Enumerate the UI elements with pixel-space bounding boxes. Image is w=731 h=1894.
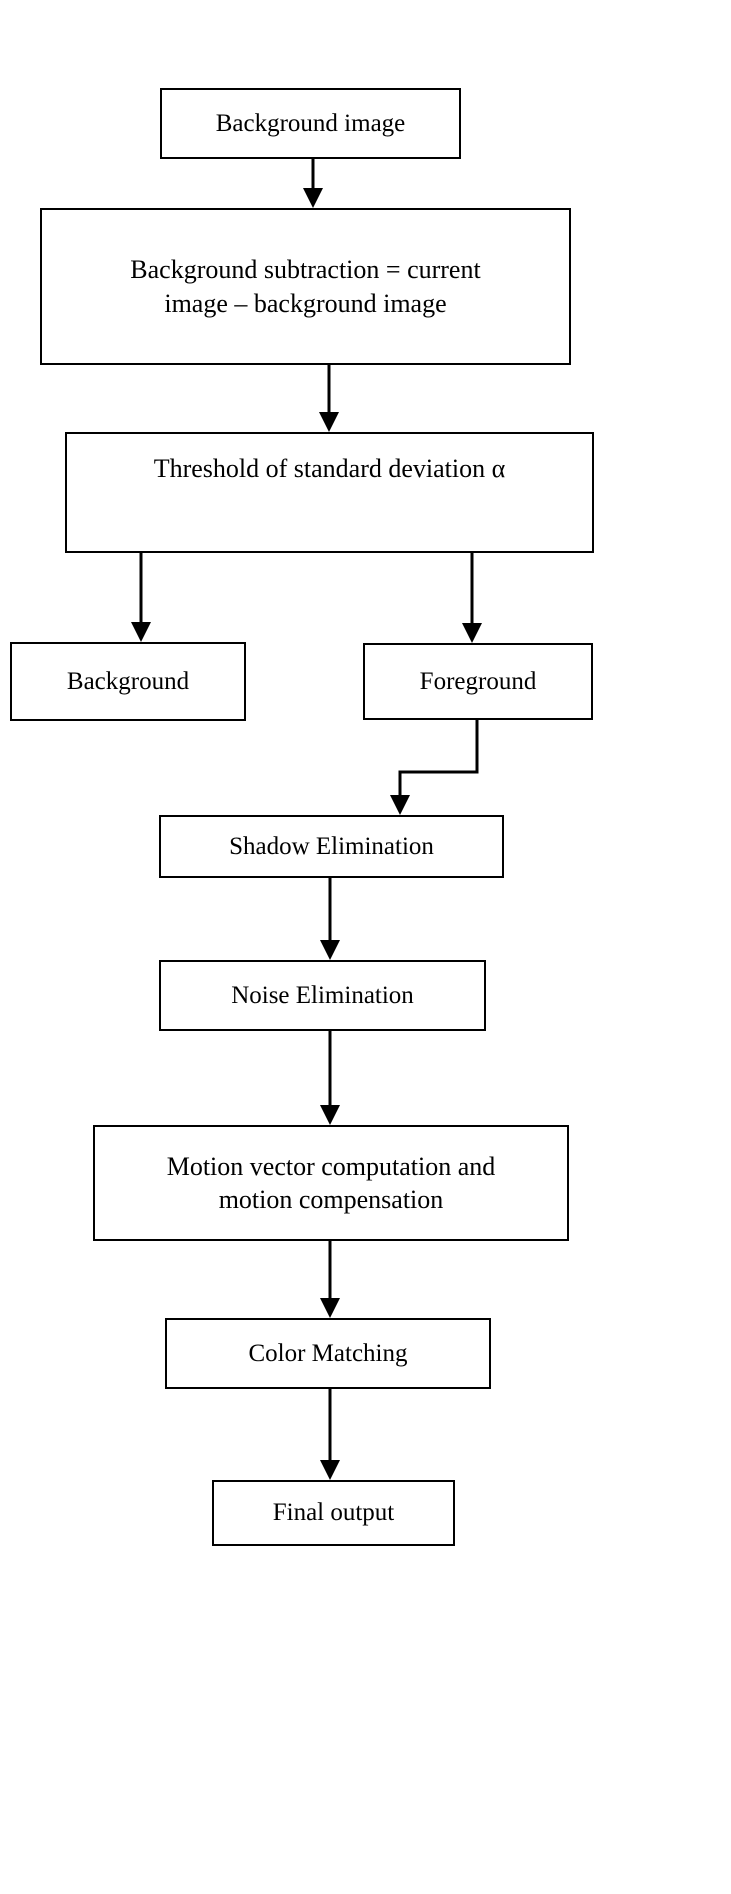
node-threshold[interactable]: Threshold of standard deviation α [65, 432, 594, 553]
node-background-image[interactable]: Background image [160, 88, 461, 159]
node-color-matching[interactable]: Color Matching [165, 1318, 491, 1389]
edge-shadow-to-noise [320, 877, 340, 960]
edge-noise-to-motion [320, 1030, 340, 1125]
node-label: Color Matching [248, 1339, 408, 1367]
edge-motion-to-color-matching [320, 1240, 340, 1318]
edge-foreground-to-shadow [390, 719, 479, 815]
node-label: Foreground [419, 667, 537, 695]
node-final-output[interactable]: Final output [212, 1480, 455, 1546]
node-label: Motion vector computation and motion com… [166, 1151, 496, 1214]
edge-threshold-to-foreground [462, 552, 482, 643]
edge-color-matching-to-final-output [320, 1388, 340, 1480]
node-background-subtraction[interactable]: Background subtraction = current image –… [40, 208, 571, 365]
edge-background-image-to-subtraction [303, 158, 323, 208]
node-label: Shadow Elimination [229, 832, 434, 860]
node-label: Threshold of standard deviation α [153, 454, 506, 483]
node-label: Background [66, 667, 190, 695]
node-label: Background subtraction = current image –… [130, 255, 481, 318]
node-noise-elimination[interactable]: Noise Elimination [159, 960, 486, 1031]
node-label: Background image [215, 109, 406, 137]
node-label: Noise Elimination [231, 981, 414, 1009]
node-background[interactable]: Background [10, 642, 246, 721]
node-foreground[interactable]: Foreground [363, 643, 593, 720]
node-motion-vector[interactable]: Motion vector computation and motion com… [93, 1125, 569, 1241]
node-shadow-elimination[interactable]: Shadow Elimination [159, 815, 504, 878]
edge-threshold-to-background [131, 552, 151, 642]
edge-subtraction-to-threshold [319, 364, 339, 432]
node-label: Final output [272, 1499, 395, 1526]
